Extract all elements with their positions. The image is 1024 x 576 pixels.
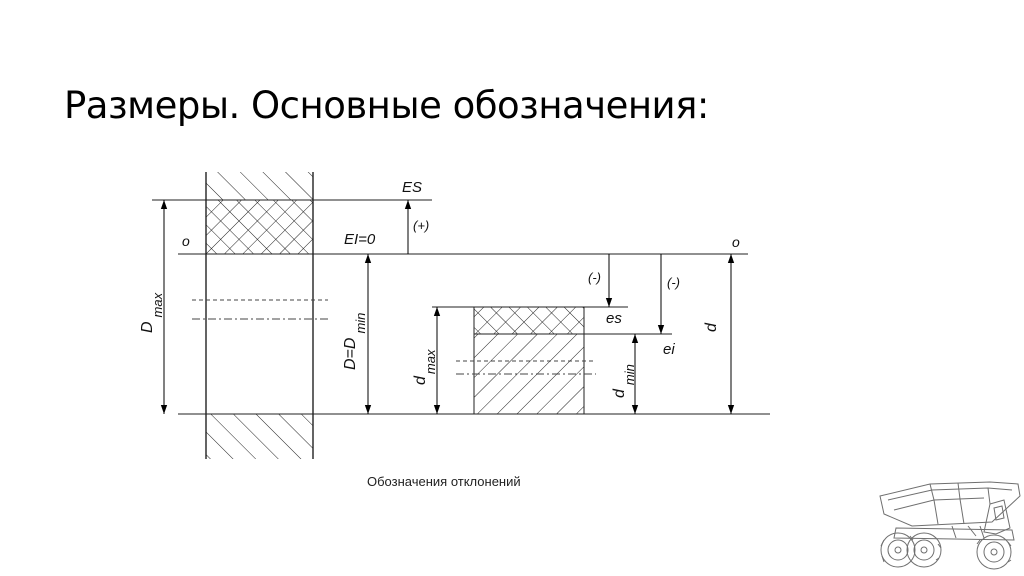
label-DDmin: D=Dmin (342, 313, 368, 370)
label-ei: ei (663, 341, 675, 358)
label-es: es (606, 310, 622, 327)
dimension-arrows (160, 200, 735, 414)
label-plus: (+) (413, 218, 429, 233)
label-EI: EI=0 (344, 231, 376, 248)
label-d: d (703, 322, 720, 332)
hole-section (192, 172, 328, 459)
label-minus-es: (-) (588, 270, 601, 285)
label-Dmax: Dmax (139, 292, 165, 333)
label-dmax: dmax (412, 349, 438, 385)
label-minus-ei: (-) (667, 275, 680, 290)
mining-dump-truck-icon (879, 481, 1021, 570)
label-dmin: dmin (611, 364, 637, 398)
label-zero-left: o (182, 233, 190, 249)
slide-title: Размеры. Основные обозначения: (64, 84, 709, 127)
label-zero-right: o (732, 234, 740, 250)
label-ES: ES (402, 179, 422, 196)
reference-lines (152, 199, 770, 415)
diagram-caption: Обозначения отклонений (367, 474, 521, 489)
shaft-section (456, 306, 596, 415)
